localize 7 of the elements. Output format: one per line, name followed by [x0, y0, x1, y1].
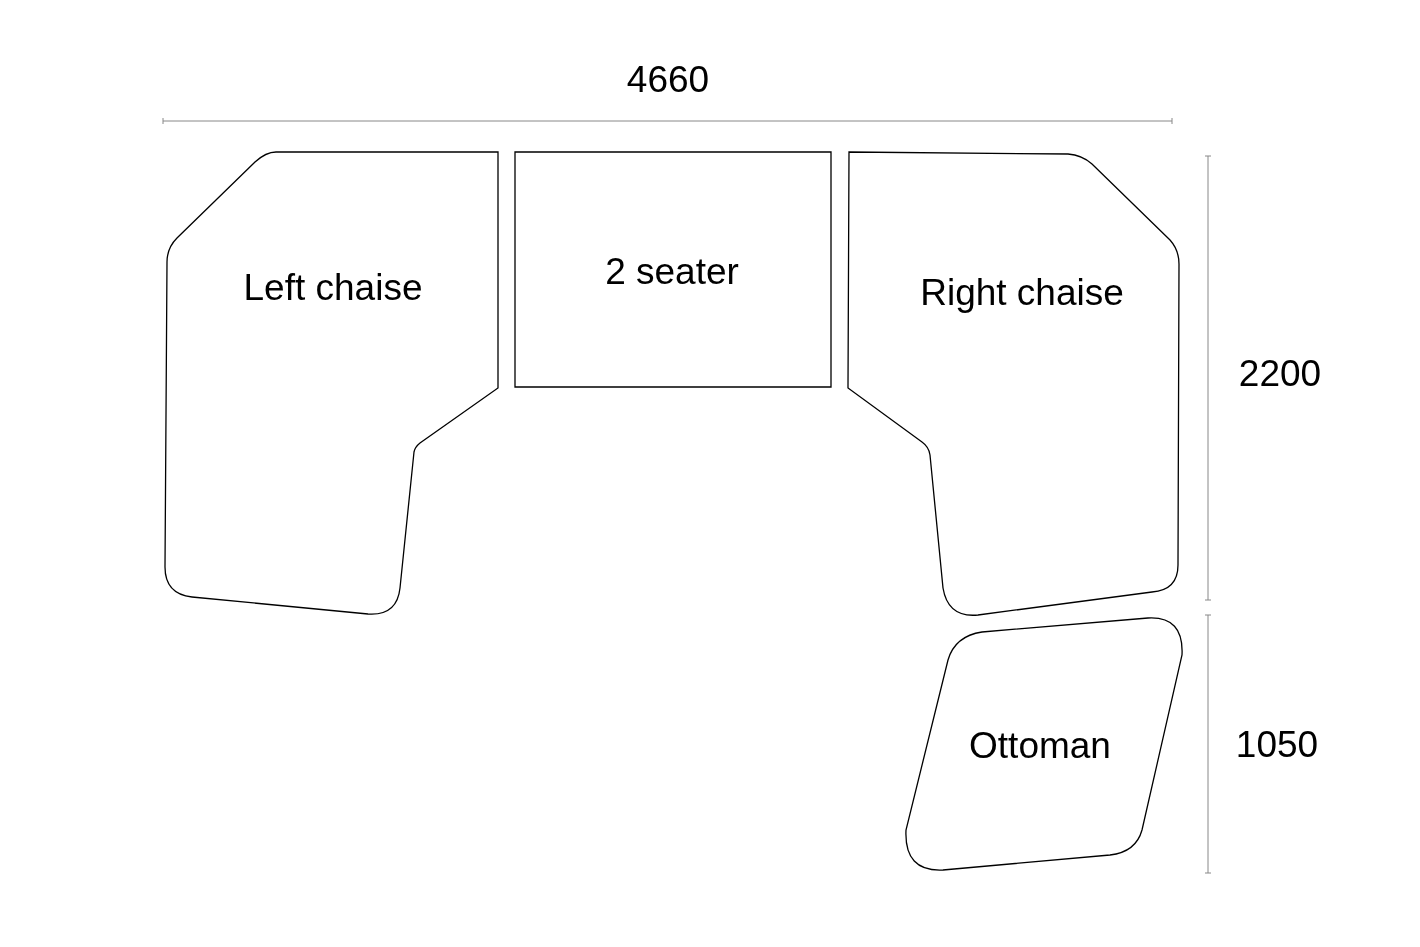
dimension-label: 4660 — [626, 59, 710, 101]
dimension-label: 1050 — [1235, 724, 1319, 766]
seat-label: 2 seater — [605, 251, 739, 293]
dimension-label: 2200 — [1238, 353, 1322, 395]
seat-label: Right chaise — [920, 272, 1124, 314]
seat-label: Ottoman — [969, 725, 1111, 767]
seat-label: Left chaise — [243, 267, 423, 309]
